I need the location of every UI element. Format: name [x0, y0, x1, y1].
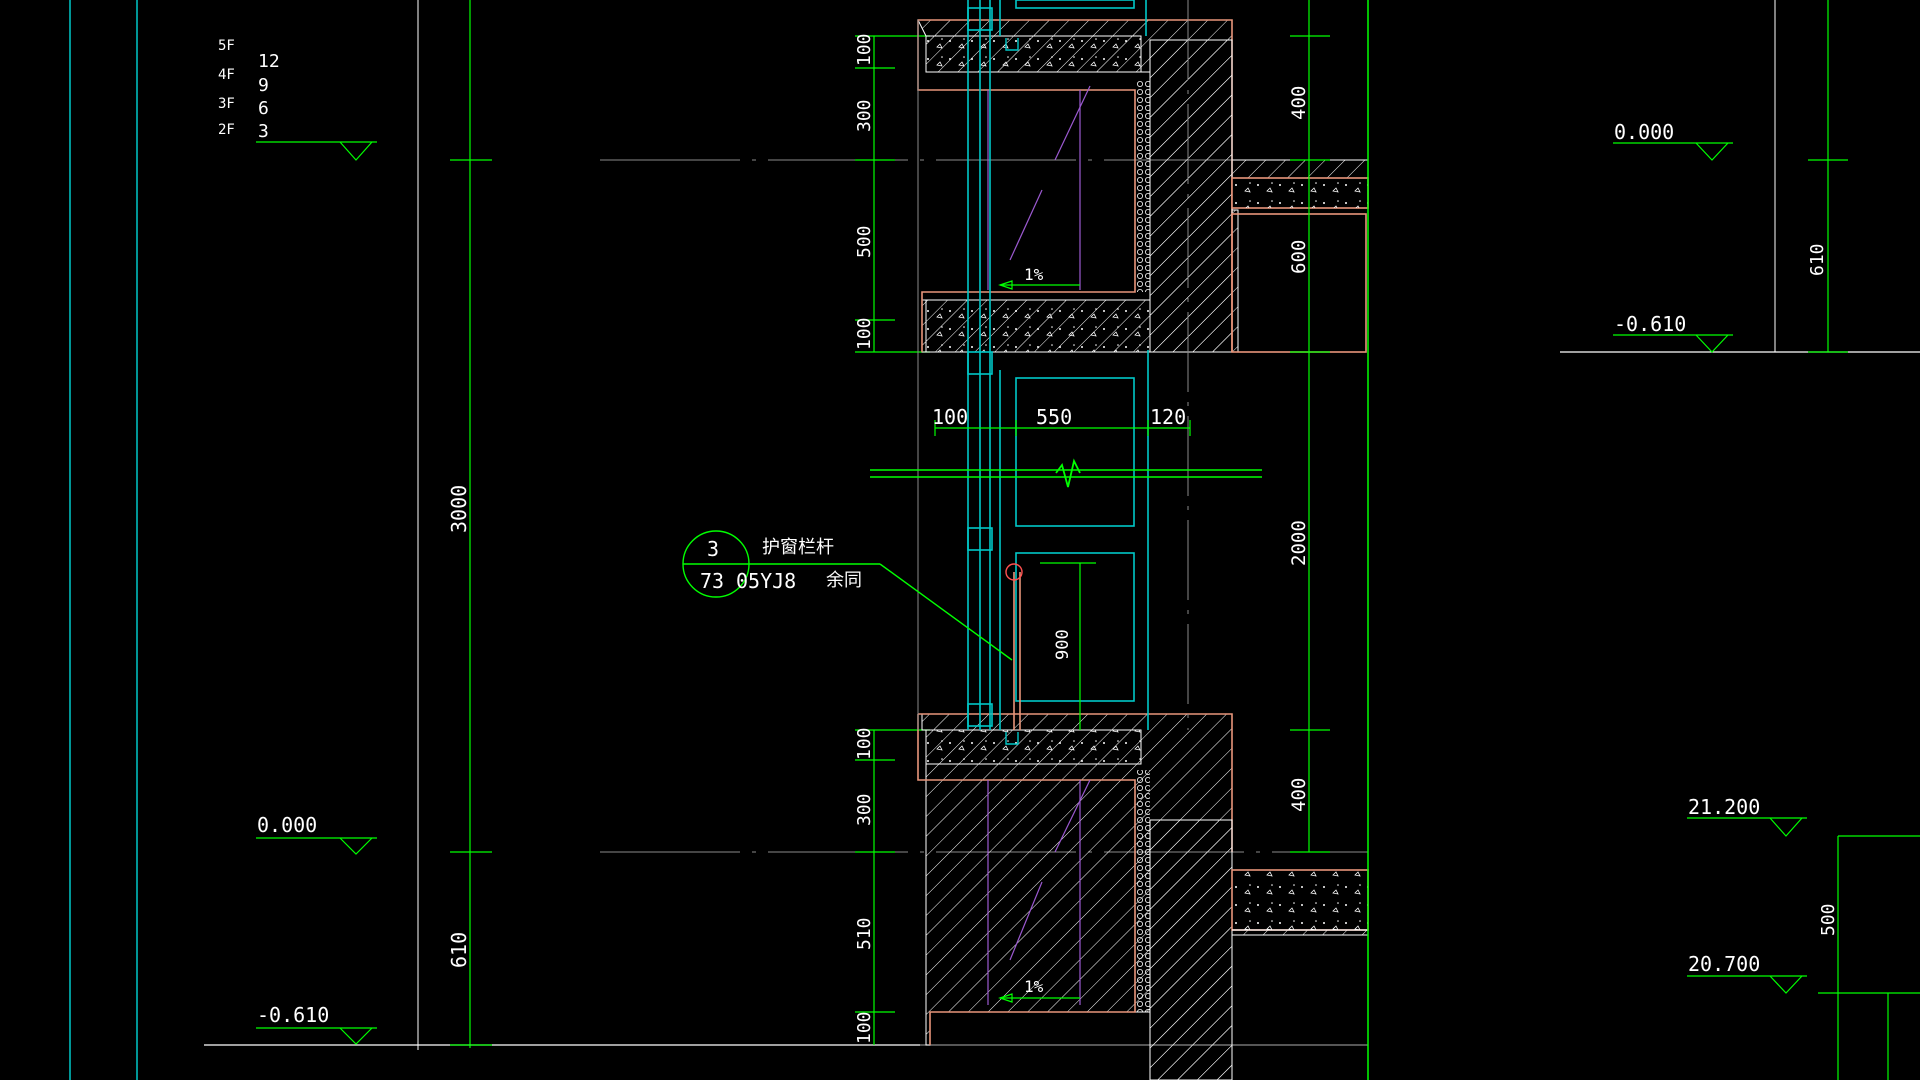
- dim-bottom-300: 300: [854, 793, 875, 826]
- dim-top-500: 500: [854, 225, 875, 258]
- floor-4f: 4F: [218, 67, 235, 83]
- level-marker-right-zero: 0.000: [1613, 120, 1733, 161]
- level-marker-right-minus: -0.610: [1613, 312, 1733, 353]
- drawing-label: 0.000: [1614, 120, 1674, 144]
- drawing-label: -0.610: [257, 1003, 329, 1027]
- level-marker-right-20700: 20.700: [1687, 952, 1807, 994]
- callout-page: 73: [700, 569, 724, 593]
- dim-right-400-top: 400: [1288, 86, 1310, 120]
- dim-far-right-610: 610: [1807, 243, 1828, 276]
- callout-atlas: 05YJ8: [736, 569, 796, 593]
- wall-section: 1% 1%: [854, 0, 1369, 1080]
- dim-window-550: 550: [1036, 405, 1072, 429]
- dim-window-120: 120: [1150, 405, 1186, 429]
- level-marker-left-minus: -0.610: [256, 1003, 377, 1045]
- dim-top-100b: 100: [854, 317, 875, 350]
- dim-left-610: 610: [447, 932, 471, 968]
- level-marker-left-zero: 0.000: [256, 813, 377, 855]
- drawing-label: 21.200: [1688, 795, 1760, 819]
- slope-label-bottom: 1%: [1024, 977, 1044, 996]
- left-dimension-line: [450, 159, 492, 1046]
- level-marker-right-21200: 21.200: [1687, 795, 1807, 837]
- floor-3f-value: 6: [258, 98, 269, 119]
- dim-900: 900: [1053, 629, 1073, 660]
- dim-bottom-100b: 100: [854, 1011, 875, 1044]
- callout-title: 护窗栏杆: [762, 537, 834, 558]
- floor-2f: 2F: [218, 122, 235, 138]
- dim-window-100: 100: [932, 405, 968, 429]
- drawing-label: -0.610: [1614, 312, 1686, 336]
- dim-top-300: 300: [854, 99, 875, 132]
- drawing-label: 0.000: [257, 813, 317, 837]
- dim-far-right-500: 500: [1818, 903, 1839, 936]
- floor-5f: 5F: [218, 38, 235, 54]
- callout-note: 余同: [826, 570, 862, 591]
- left-frame-lines: [69, 0, 1368, 1080]
- floor-table: 5F 12 4F 9 3F 6 2F 3: [218, 38, 377, 161]
- dim-right-2000: 2000: [1288, 520, 1310, 566]
- drawing-label: 20.700: [1688, 952, 1760, 976]
- floor-3f: 3F: [218, 96, 235, 112]
- dim-top-100a: 100: [854, 33, 875, 66]
- floor-4f-value: 9: [258, 75, 269, 96]
- dim-right-400-bottom: 400: [1288, 778, 1310, 812]
- floor-5f-value: 12: [258, 51, 280, 72]
- far-right-elevation: 610 0.000 -0.610 21.200 20.700 500: [1560, 0, 1920, 1080]
- slope-label-top: 1%: [1024, 265, 1044, 284]
- dim-bottom-510: 510: [854, 917, 875, 950]
- slope-arrow: [998, 280, 1080, 1003]
- dim-bottom-100a: 100: [854, 727, 875, 760]
- dim-left-3000: 3000: [447, 485, 471, 533]
- floor-2f-value: 3: [258, 121, 269, 142]
- right-dimension-column: 400 600 2000 400: [1288, 0, 1369, 1080]
- detail-callout[interactable]: 3 73 护窗栏杆 05YJ8 余同: [682, 530, 1013, 661]
- dim-right-600: 600: [1288, 240, 1310, 274]
- callout-number: 3: [707, 537, 719, 561]
